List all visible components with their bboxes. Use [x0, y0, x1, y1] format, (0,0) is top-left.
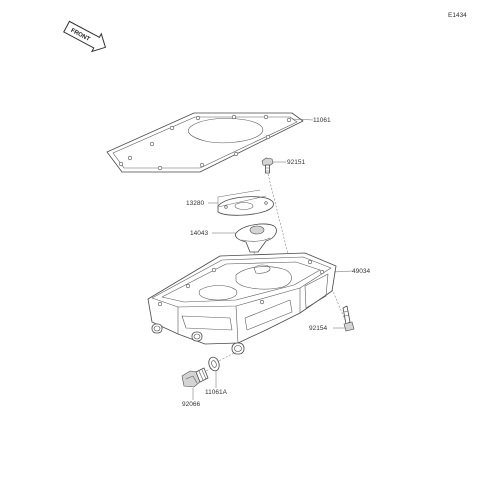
- callout-11061A: 11061A: [205, 389, 228, 396]
- callout-11061: 11061: [313, 117, 331, 124]
- oil-pan: [147, 252, 337, 355]
- callout-13280: 13280: [186, 200, 204, 207]
- callout-92154: 92154: [309, 325, 327, 332]
- callout-92151: 92151: [287, 159, 305, 166]
- oil-pan-gasket: [106, 112, 304, 173]
- strainer-gasket: [217, 196, 274, 216]
- front-arrow-icon: FRONT: [63, 20, 107, 53]
- oil-strainer: [235, 223, 277, 253]
- callout-49034: 49034: [352, 268, 370, 275]
- callout-14043: 14043: [190, 230, 208, 237]
- bolt-92154: [342, 305, 355, 332]
- washer: [208, 356, 220, 372]
- diagram-id: E1434: [448, 12, 467, 19]
- callout-92066: 92066: [182, 401, 200, 408]
- drain-plug: [181, 367, 209, 388]
- bolt-92151: [261, 157, 274, 174]
